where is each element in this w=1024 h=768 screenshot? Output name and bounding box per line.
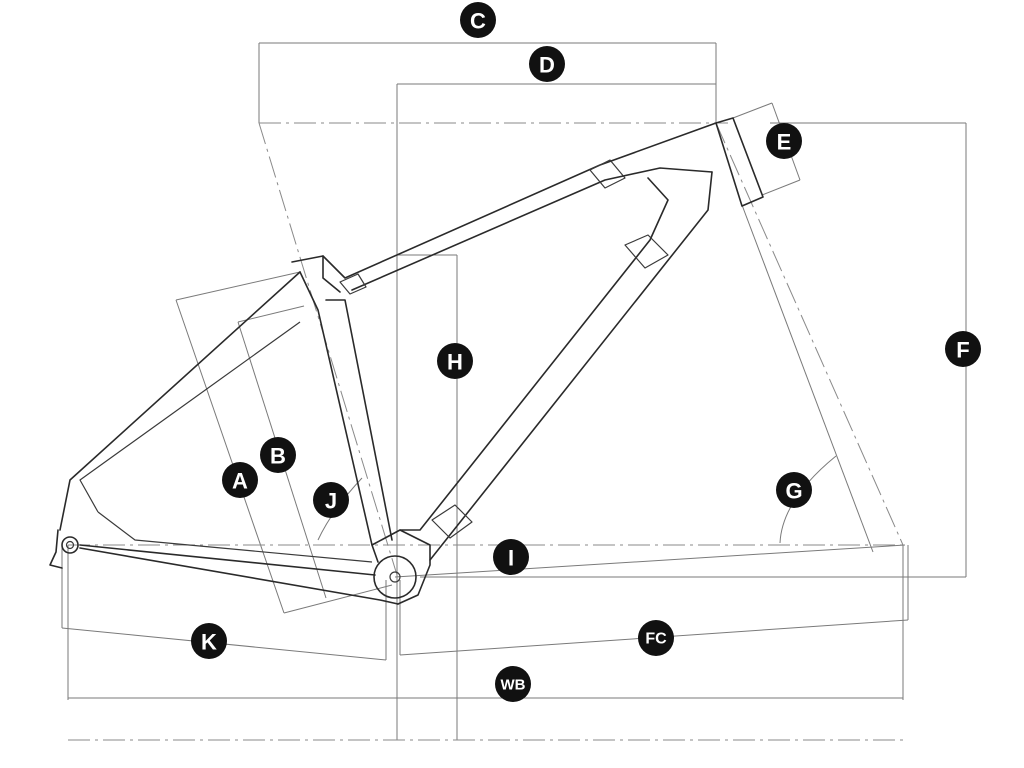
badge-h: H [437,343,473,379]
badge-f: F [945,331,981,367]
rear-axle-center [65,540,75,550]
dim-a-top-ext [175,271,301,301]
derailleur-hanger [49,529,63,569]
cable-port-seat [339,273,367,295]
fork-line [741,204,874,553]
label-c: C [470,9,486,34]
seat-tube-front [325,299,393,541]
label-fc: FC [645,631,667,648]
badge-fc: FC [638,620,674,656]
bottom-bracket [373,555,417,599]
label-g: G [785,479,802,504]
label-e: E [777,130,792,155]
label-wb: WB [501,677,526,694]
label-b: B [270,444,286,469]
badge-d: D [529,46,565,82]
seat-stay-inner [79,321,301,513]
badge-j: J [313,482,349,518]
chain-stay-upper [79,544,376,576]
dim-a-line [175,299,285,614]
seat-stay-outer [59,271,301,531]
seat-collar [291,255,341,293]
bb-junction [371,529,431,605]
badge-b: B [260,437,296,473]
dim-e-top-ext [732,102,773,119]
label-h: H [447,350,463,375]
bb-to-front-axle [394,544,906,578]
rear-axle [61,536,79,554]
badge-i: I [493,539,529,575]
seat-axis [258,122,398,576]
badge-k: K [191,623,227,659]
cable-port-down [624,234,669,269]
dim-a-bottom-ext [283,584,393,614]
badge-wb: WB [495,666,531,702]
steering-axis [715,122,904,546]
badge-g: G [776,472,812,508]
label-d: D [539,53,555,78]
dim-b-top-ext [237,305,305,323]
seat-tube-rear [299,271,379,563]
chain-stay-inner [97,511,373,563]
label-f: F [956,338,969,363]
badge-e: E [766,123,802,159]
top-tube-lower [351,167,713,291]
label-k: K [201,630,217,655]
label-i: I [508,546,514,571]
rear-dropout [49,529,79,569]
cable-port-bb [431,504,473,539]
down-tube-upper [429,171,713,561]
badge-c: C [460,2,496,38]
top-tube-upper [322,122,717,279]
dimension-badges: C D E F G H I J [191,2,981,702]
label-j: J [325,489,337,514]
down-tube-lower [399,177,669,531]
bike-frame [49,117,764,605]
chain-stay-lower [79,547,399,605]
label-a: A [232,469,248,494]
cable-port-top [589,159,626,189]
bottom-bracket-center [389,571,401,583]
dim-e-bottom-ext [761,179,801,196]
badge-a: A [222,462,258,498]
head-tube [715,117,764,207]
